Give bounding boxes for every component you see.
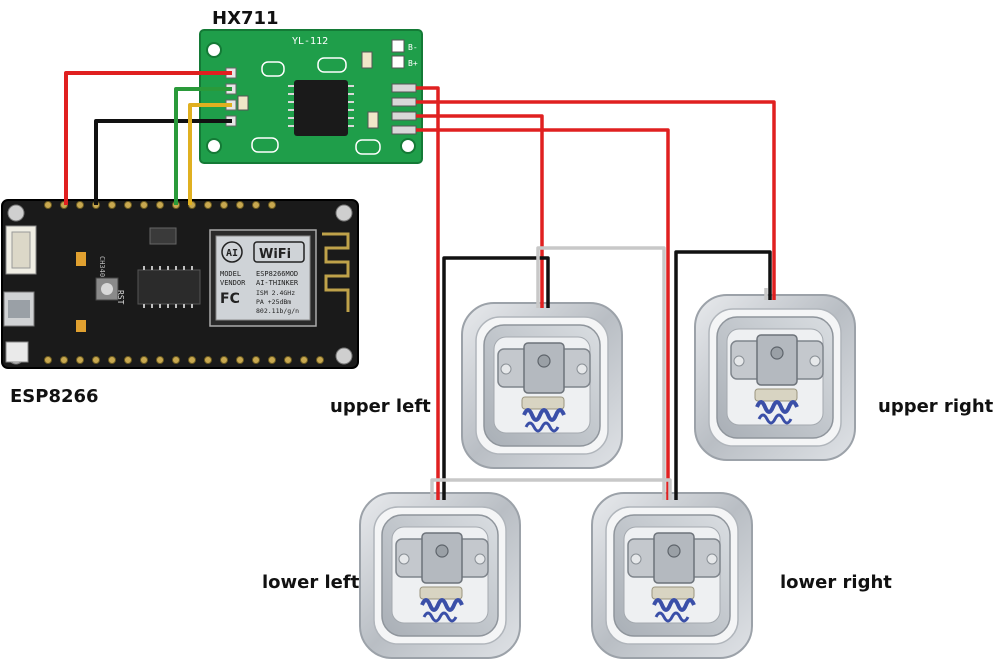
wire-white-ul-lr (536, 246, 666, 500)
wires-hx711-to-esp (64, 71, 232, 205)
esp-top-header (44, 201, 276, 209)
module-text-vendor-name: AI-THINKER (256, 279, 299, 287)
hx711-label: HX711 (212, 8, 279, 29)
esp-bottom-header (44, 356, 324, 364)
wire-vcc-red (64, 71, 232, 205)
esp8266-label: ESP8266 (10, 386, 99, 407)
pin-label-b-plus: B+ (408, 59, 418, 68)
fc-mark: FC (220, 291, 240, 307)
module-text-vendor: VENDOR (220, 279, 246, 287)
wire-gnd-black (94, 119, 232, 205)
module-text-model: MODEL (220, 270, 241, 278)
module-text-esp8266mod: ESP8266MOD (256, 270, 298, 278)
load-cell-upper-left (460, 301, 624, 470)
upper-left-label: upper left (330, 396, 431, 417)
wire-upper-right-red (416, 100, 776, 300)
pin-label-b-minus: B- (408, 43, 418, 52)
module-text-ism: ISM 2.4GHz (256, 289, 295, 297)
lower-right-label: lower right (780, 572, 892, 593)
usb-serial-chip (137, 269, 201, 305)
wifi-badge: WiFi (259, 247, 291, 262)
module-text-standard: 802.11b/g/n (256, 307, 299, 315)
wires-hx711-to-loadcells (416, 86, 776, 500)
load-cell-upper-right (693, 293, 857, 462)
lower-left-label: lower left (262, 572, 360, 593)
wire-black-ur-lr (674, 250, 772, 500)
load-cell-lower-right (590, 491, 754, 660)
wire-e-plus-lower-left (416, 86, 440, 500)
flash-button (5, 341, 29, 363)
hx711-chip (294, 80, 348, 136)
module-text-pa: PA +25dBm (256, 298, 291, 306)
wire-white-ll-lr (430, 478, 672, 500)
rst-label: RST (116, 290, 125, 305)
wire-data-green (174, 87, 232, 205)
ai-logo: AI (226, 248, 238, 259)
upper-right-label: upper right (878, 396, 994, 417)
hx711-silkscreen: YL-112 (292, 36, 328, 47)
load-cell-lower-left (358, 491, 522, 660)
wire-lower-right-red (416, 128, 670, 500)
wire-upper-left-red (416, 114, 544, 308)
wire-clock-yellow (188, 103, 232, 205)
esp8266-board: RST CH340 AI WiFi MODEL VENDOR ESP8266MO… (1, 199, 359, 369)
chip-label: CH340 (98, 256, 106, 277)
antenna-trace (322, 232, 350, 312)
hx711-board: YL-112 B- B+ (199, 29, 423, 164)
wire-black-ul-ll (442, 256, 550, 500)
